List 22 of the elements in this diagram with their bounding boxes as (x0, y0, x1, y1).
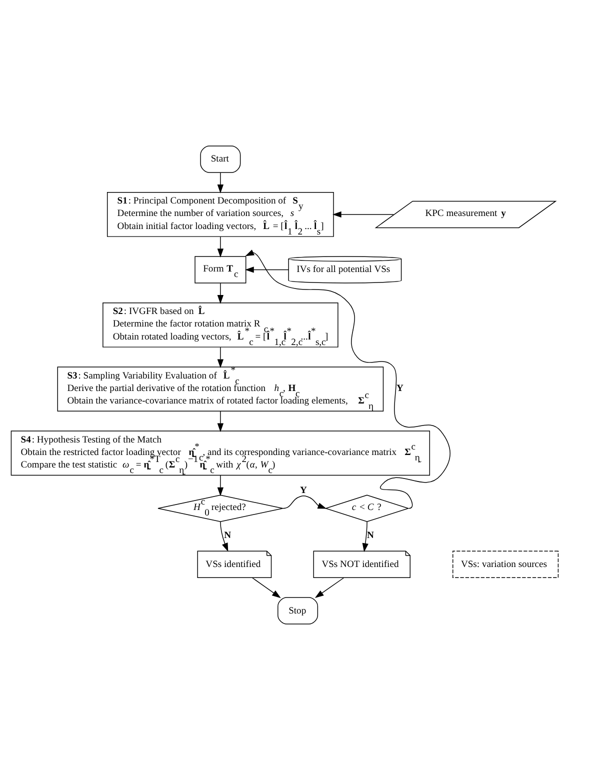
arrow (245, 266, 289, 273)
edge-label: N (224, 530, 232, 542)
arrow (217, 410, 224, 432)
arrow (245, 250, 450, 509)
node-box: Stop (278, 597, 318, 624)
edge-label: N (367, 530, 374, 542)
arrow (332, 211, 394, 218)
node-box: Start (200, 146, 241, 173)
arrow (362, 521, 368, 552)
arrow (217, 475, 224, 496)
arrow (282, 496, 327, 509)
arrow (217, 236, 224, 258)
arrow (217, 346, 224, 368)
arrow (217, 282, 224, 304)
arrow (252, 578, 281, 598)
edge-label: Y (396, 382, 404, 394)
edge-label: Y (300, 485, 307, 496)
arrow (217, 172, 224, 194)
node-box: VSs: variation sources (452, 550, 559, 578)
arrow (314, 578, 344, 598)
arrow (220, 521, 228, 552)
node-diamond: c < C ? (324, 494, 410, 522)
